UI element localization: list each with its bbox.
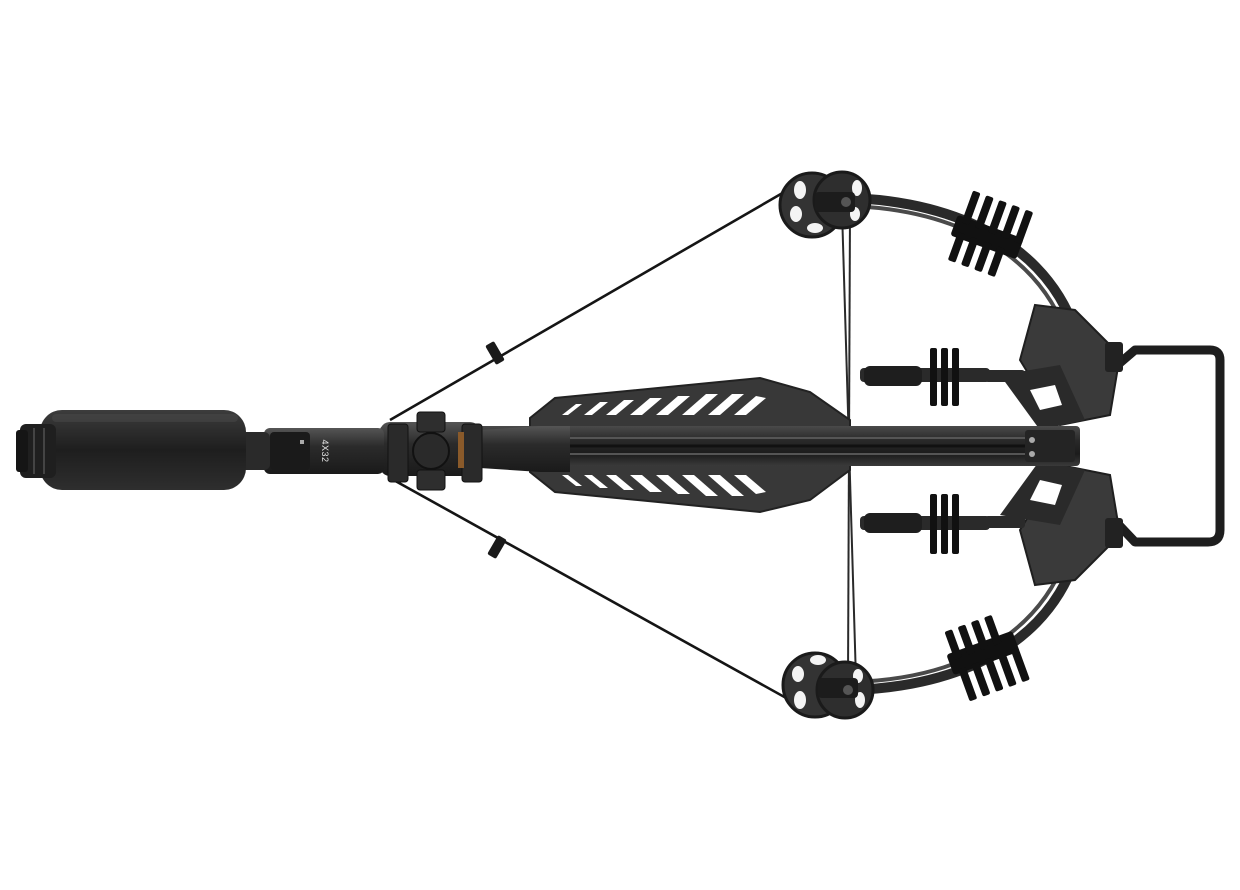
upper-cam — [778, 170, 872, 239]
foot-stirrup — [1096, 345, 1225, 547]
limb-dampener-upper — [948, 190, 1033, 277]
stabilizer-lower — [860, 494, 1025, 554]
scope: 4X32 — [264, 411, 570, 491]
limb-dampener-lower — [945, 615, 1030, 701]
string-silencer — [485, 341, 507, 559]
buttstock — [16, 410, 270, 490]
stabilizer-upper — [860, 348, 1025, 406]
riser — [1000, 303, 1123, 587]
bow-string — [389, 174, 816, 716]
scope-magnification-label: 4X32 — [320, 439, 330, 462]
lower-cam — [781, 651, 875, 720]
